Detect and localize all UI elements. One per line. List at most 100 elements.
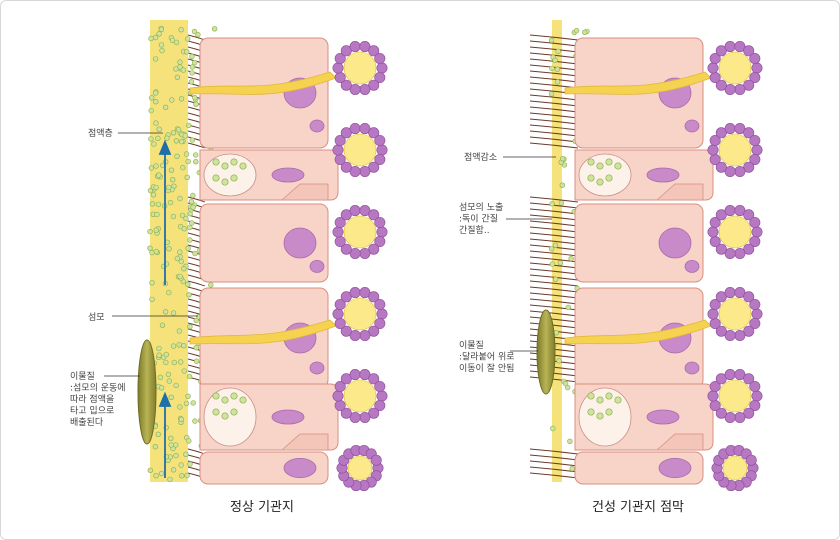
gland-cell (715, 161, 727, 173)
label-line: 타고 입으로 (70, 405, 114, 417)
gland-lumen (347, 455, 373, 481)
gland-cell (349, 287, 361, 299)
cell-nucleus (283, 227, 317, 259)
mucus-droplet (166, 289, 172, 296)
mucus-droplet (153, 227, 159, 233)
mucus-droplet (148, 136, 154, 142)
mucus-droplet (178, 416, 185, 422)
mucus-droplet (184, 49, 190, 55)
mucus-flow-arrow-upper (158, 139, 172, 285)
gland-cell (359, 123, 371, 135)
mucus-droplet (208, 282, 214, 288)
gland-cell (374, 318, 386, 330)
gland-cell (715, 127, 727, 139)
label-line: 간질함.. (459, 224, 490, 236)
mucus-droplet (153, 120, 159, 126)
mucus-droplet (180, 67, 187, 73)
mucus-droplet (179, 473, 185, 479)
cilium (529, 304, 579, 311)
mucus-granule (221, 178, 229, 186)
gland-cell (349, 329, 361, 341)
mucus-droplet (193, 101, 199, 107)
gland-cell (734, 369, 746, 381)
mucus-layer-dry (552, 20, 562, 482)
mucus-droplet (177, 404, 183, 410)
mucus-granule (587, 408, 595, 416)
mucus-droplet (562, 380, 569, 387)
mucus-granule (221, 412, 229, 420)
gland-cell (734, 287, 746, 299)
label-line: 이동이 잘 안됨 (459, 362, 514, 374)
cilium (187, 196, 206, 203)
cilium (529, 256, 579, 263)
mucus-flow-arrow-lower (158, 391, 172, 478)
gland-cell (715, 373, 727, 385)
gland-cell (707, 62, 719, 74)
gland-cell (709, 72, 721, 84)
cilium (529, 292, 579, 299)
gland-cell (334, 216, 346, 228)
gland-cell (374, 52, 386, 64)
mucus-droplet (183, 400, 190, 407)
goblet-vacuole (578, 387, 632, 447)
gland-lumen (343, 379, 377, 413)
gland-cell (734, 41, 746, 53)
mucus-droplet (183, 151, 190, 157)
mucus-droplet (565, 304, 571, 311)
gland-cell (724, 205, 736, 217)
cell-nucleus (684, 119, 700, 133)
gland-cell (745, 454, 757, 466)
glands-dry (707, 41, 763, 492)
gland-cell (734, 205, 746, 217)
mucus-droplet (174, 74, 181, 81)
cilium (529, 268, 579, 275)
gland-cell (359, 369, 371, 381)
gland-cell (368, 209, 380, 221)
mucus-granule (212, 408, 220, 416)
gland-cell (749, 298, 761, 310)
mucus-droplet (166, 184, 172, 191)
mucus-droplet (173, 382, 179, 389)
mucus-droplet (153, 473, 159, 479)
gland-cell (340, 243, 352, 255)
mucus-droplet (185, 158, 191, 165)
mucus-granule (596, 162, 604, 170)
mucus-droplet (554, 66, 561, 72)
gland-cell (359, 329, 371, 341)
mucus-droplet (176, 342, 182, 348)
gland-cell (749, 154, 761, 166)
mucus-droplet (173, 138, 180, 144)
mucus-granule (230, 174, 238, 182)
mucus-droplet (559, 156, 566, 162)
gland-cell (715, 209, 727, 221)
mucus-droplet (183, 215, 189, 222)
mucus-droplet (166, 246, 172, 252)
mucus-droplet (155, 135, 161, 142)
mucus-droplet (573, 27, 580, 34)
mucus-droplet (158, 42, 165, 48)
gland-cell (734, 123, 746, 135)
mucus-droplet (181, 266, 187, 272)
mucus-droplet (193, 152, 199, 158)
mucus-droplet (193, 159, 199, 165)
mucus-droplet (155, 201, 162, 208)
gland-cell (376, 62, 388, 74)
mucus-droplet (189, 220, 195, 226)
gland-cell (709, 216, 721, 228)
gland-cell (751, 144, 763, 156)
gland-cell (368, 325, 380, 337)
mucus-granule (596, 178, 604, 186)
cilium (529, 40, 579, 47)
mucus-droplet (153, 163, 159, 169)
columnar-cell (199, 203, 329, 283)
cilium (529, 250, 579, 257)
gland-cell (340, 407, 352, 419)
gland-cell (709, 298, 721, 310)
mucus-droplet (180, 164, 186, 171)
mucus-droplet (152, 34, 159, 41)
gland-cell (751, 62, 763, 74)
mucus-droplet (170, 310, 177, 316)
